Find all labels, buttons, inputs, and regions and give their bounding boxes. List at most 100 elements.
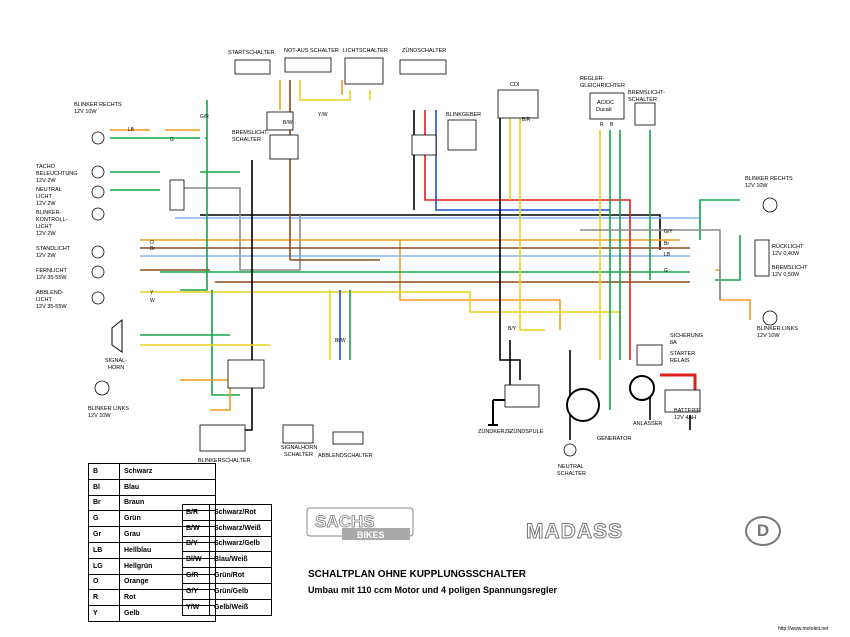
legend-name: Blau/Weiß — [209, 551, 272, 569]
legend-code: Bl/W — [182, 551, 210, 569]
label-blinker-links2: 12V 10W — [88, 413, 111, 419]
code-gr2: G/R — [200, 114, 209, 120]
legend-code: O — [88, 573, 120, 591]
neutral-switch-icon — [563, 443, 577, 457]
wire-gruen-vert — [180, 100, 208, 291]
label-signalhorn1: SIGNAL- — [105, 358, 127, 364]
legend-code: B/R — [182, 504, 210, 521]
code-lb: LB — [128, 127, 135, 133]
wire-gruen-regler — [609, 130, 621, 410]
abblend-lamp — [91, 291, 105, 305]
standlicht-lamp — [91, 245, 105, 259]
legend-code: Bl — [88, 478, 120, 496]
label-neutralschalter1: NEUTRAL — [558, 464, 584, 470]
legend-code: G — [88, 510, 120, 528]
wire-codes: LB G G/R Y/W B/W B/R B/Y G/Y Br LB G O B… — [128, 112, 673, 344]
anlasser-motor — [629, 375, 655, 401]
wires — [110, 80, 751, 440]
legend-code: Br — [88, 494, 120, 512]
code-bw: B/W — [283, 120, 293, 126]
blinkgeber-box — [447, 119, 477, 151]
label-zuendkerze: ZÜNDKERZE — [478, 428, 512, 435]
legend-code: G/Y — [182, 582, 210, 600]
wire-green-brems — [649, 130, 740, 280]
label-zuendspule: ZÜNDSPULE — [510, 428, 544, 435]
code-gy-r: G/Y — [664, 229, 673, 235]
legend-name: Grün/Rot — [209, 567, 272, 584]
label-blinker-rechts1: BLINKER RECHTS — [74, 102, 122, 108]
wire-red-battery — [660, 373, 697, 390]
code-r: R — [600, 122, 604, 128]
legend-code: B — [88, 463, 120, 480]
label-starter1: STARTER — [670, 351, 695, 357]
label-blinker-rechts2: 12V 10W — [74, 109, 97, 115]
label-bremslicht-r2: SCHALTER — [628, 97, 657, 103]
label-regler-box1: AC/DC — [597, 100, 614, 106]
components — [91, 57, 778, 457]
code-yw: Y/W — [318, 112, 328, 118]
label-blinker-links-r1: BLINKER LINKS — [757, 326, 798, 332]
legend-name: Schwarz — [119, 463, 216, 480]
label-zuendschalter: ZÜNDSCHALTER — [402, 47, 446, 54]
label-rueck2: 12V 0,40W — [772, 251, 800, 257]
label-standlicht1: STANDLICHT — [36, 246, 71, 252]
label-blinkerkontroll4: 12V 2W — [36, 231, 56, 237]
rueck-connector — [754, 239, 770, 277]
code-y-l: Y — [150, 290, 154, 296]
logo-madass: MADASS — [525, 520, 624, 544]
label-blinkerkontroll2: KONTROLL- — [36, 217, 68, 223]
label-fernlicht1: FERNLICHT — [36, 268, 68, 274]
label-generator: GENERATOR — [597, 436, 631, 442]
label-neutralschalter2: SCHALTER — [557, 471, 586, 477]
label-tacho3: 12V 2W — [36, 178, 56, 184]
label-tacho2: BELEUCHTUNG — [36, 171, 78, 177]
startschalter-box — [234, 59, 271, 75]
code-br-l: Br — [150, 246, 155, 252]
legend-name: Gelb/Weiß — [209, 598, 272, 616]
code-o-l: O — [150, 240, 154, 246]
legend-name: Schwarz/Weiß — [209, 519, 272, 537]
code-b: B — [610, 122, 614, 128]
label-startschalter: STARTSCHALTER — [228, 50, 274, 56]
title-line1: SCHALTPLAN OHNE KUPPLUNGSSCHALTER — [308, 569, 526, 580]
zuendschalter-box — [399, 59, 447, 75]
wire-gruen-horn — [140, 290, 351, 360]
label-blinkerschalter: BLINKERSCHALTER — [198, 458, 250, 464]
code-blw: Bl/W — [335, 338, 346, 344]
blinker-rechts-r-lamp — [762, 197, 778, 213]
label-lichtschalter: LICHTSCHALTER — [343, 48, 388, 54]
wire-braun-top — [289, 80, 380, 261]
label-sicherung1: SICHERUNG — [670, 333, 703, 339]
label-standlicht2: 12V 2W — [36, 253, 56, 259]
lichtschalter-box — [344, 57, 384, 85]
label-signalhornschalter2: SCHALTER — [284, 452, 313, 458]
wire-orange-main — [140, 239, 680, 330]
code-by: B/Y — [508, 326, 517, 332]
label-batterie1: BATTERIE — [674, 408, 701, 414]
label-anlasser: ANLASSER — [633, 421, 662, 427]
legend-name: Grün/Gelb — [209, 582, 272, 600]
wire-orange-top — [279, 80, 343, 110]
blinker-rechts-lamp — [91, 131, 105, 145]
label-neutral3: 12V 2W — [36, 201, 56, 207]
label-tacho1: TACHO — [36, 164, 56, 170]
blinkerkontroll-lamp — [91, 207, 105, 221]
label-starter2: RELAIS — [670, 358, 690, 364]
cdi-box — [497, 89, 539, 119]
legend-name: Schwarz/Rot — [209, 504, 272, 521]
logo-d-badge: D — [745, 516, 781, 546]
signalhornschalter-box — [282, 424, 314, 444]
legend-name: Blau — [119, 478, 216, 496]
bikes-text: BIKES — [357, 530, 385, 540]
regler-box — [589, 92, 625, 120]
wire-gelb-top — [299, 80, 371, 101]
logo-sachs: SACHS BIKES — [306, 507, 414, 540]
label-blinkerkontroll1: BLINKER- — [36, 210, 62, 216]
legend-code: Y — [88, 605, 120, 622]
label-brems2: 12V 0,50W — [772, 272, 800, 278]
label-bremslicht-l2: SCHALTER — [232, 137, 261, 143]
legend-code: Y/W — [182, 598, 210, 616]
